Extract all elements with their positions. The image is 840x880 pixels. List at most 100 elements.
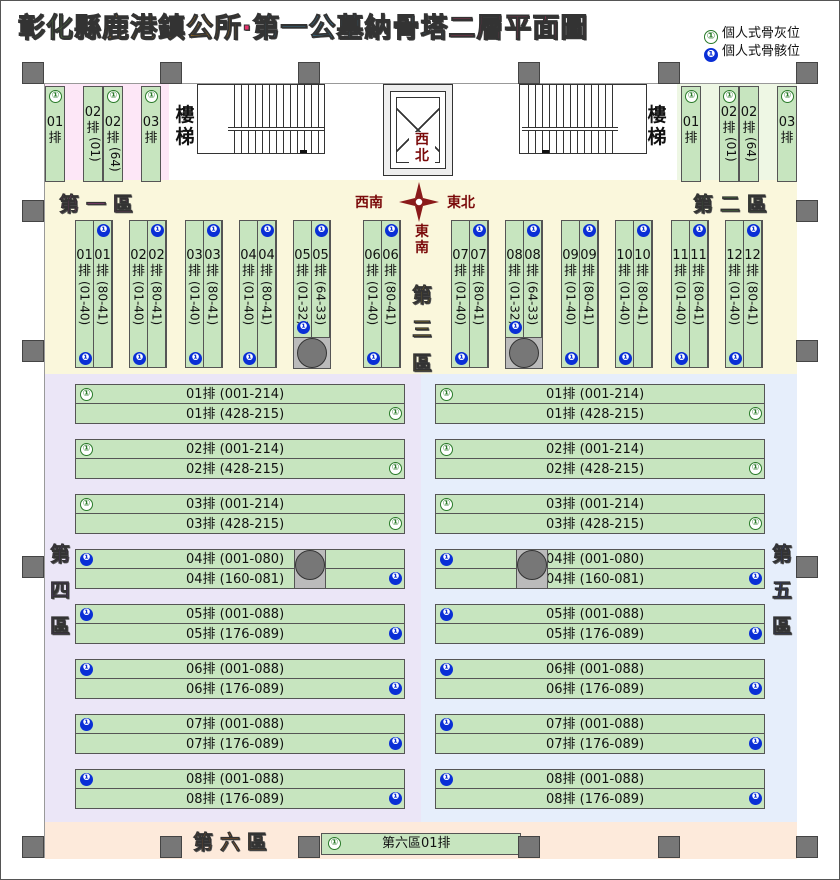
- bone-slot-icon: ❶: [440, 608, 453, 621]
- zone3-rack-range: (80-41): [691, 281, 706, 326]
- zone4-row-bottom-label: 07排 (176-089): [186, 737, 285, 752]
- legend-ash-label: 個人式骨灰位: [722, 26, 801, 41]
- zone4-row-top-label: 08排 (001-088): [186, 772, 285, 787]
- zone5-row-top-label: 03排 (001-214): [546, 497, 645, 512]
- zone4-row-top: 05排 (001-088): [76, 605, 404, 624]
- title-dot: ‧: [241, 13, 253, 45]
- zone1-rack-num: 01: [46, 115, 64, 130]
- structural-pillar: [298, 62, 320, 84]
- zone1-rack-pai: 排: [86, 121, 100, 136]
- zone1-rack-pai: 排: [106, 131, 120, 146]
- compass-se: 東南: [415, 224, 429, 256]
- structural-pillar: [518, 836, 540, 858]
- compass-ne: 東北: [447, 195, 475, 211]
- compass-nw: 西北: [409, 132, 435, 164]
- structural-pillar: [298, 836, 320, 858]
- zone3-rack-range: (80-41): [149, 281, 164, 326]
- zone5-row-bottom: 05排 (176-089): [436, 625, 764, 644]
- structural-pillar: [22, 200, 44, 222]
- zone2-rack-range: (64): [744, 137, 758, 162]
- bone-slot-icon: ❶: [297, 321, 310, 334]
- zone3-rack-pai: 排: [727, 264, 741, 279]
- bone-slot-icon: ❶: [583, 224, 596, 237]
- right-stair-label: 樓梯: [645, 104, 669, 148]
- zone5-row-top: 08排 (001-088): [436, 770, 764, 789]
- zone5-row-bottom-label: 03排 (428-215): [546, 517, 645, 532]
- zone2-rack-pai: 排: [780, 131, 794, 146]
- ash-slot-icon: ①: [749, 517, 762, 530]
- zone1-rack-pai: 排: [48, 131, 62, 146]
- zone3-rack-num: 06: [382, 248, 399, 263]
- zone3-rack-num: 11: [690, 248, 707, 263]
- zone5-row-bottom: 07排 (176-089): [436, 735, 764, 754]
- zone3-rack-pai: 排: [617, 264, 631, 279]
- zone4-row-bottom-label: 04排 (160-081): [186, 572, 285, 587]
- title-county: 彰化縣: [18, 13, 102, 45]
- zone5-row-top: 05排 (001-088): [436, 605, 764, 624]
- ash-slot-icon: ①: [49, 90, 62, 103]
- zone4-row-bottom: 01排 (428-215): [76, 405, 404, 424]
- zone3-rack-pai: 排: [259, 264, 273, 279]
- bone-slot-icon: ❶: [261, 224, 274, 237]
- zone5-row-top: 06排 (001-088): [436, 660, 764, 679]
- zone3-rack-range: (80-41): [259, 281, 274, 326]
- zone3-rack-range: (01-40): [187, 281, 202, 326]
- zone3-rack-pai: 排: [635, 264, 649, 279]
- zone2-rack-num: 01: [682, 115, 700, 130]
- zone4-row-top-label: 04排 (001-080): [186, 552, 285, 567]
- bone-slot-icon: ❶: [133, 352, 146, 365]
- zone5-row-bottom: 02排 (428-215): [436, 460, 764, 479]
- zone3-rack-pai: 排: [149, 264, 163, 279]
- bone-slot-icon: ❶: [440, 553, 453, 566]
- structural-pillar: [796, 340, 818, 362]
- ash-slot-icon: ①: [781, 90, 794, 103]
- zone3-rack-num: 03: [204, 248, 221, 263]
- ash-slot-icon: ①: [440, 443, 453, 456]
- legend-bone-label: 個人式骨骸位: [722, 44, 801, 59]
- zone3-rack-range: (01-40): [563, 281, 578, 326]
- bone-slot-icon: ❶: [473, 224, 486, 237]
- floor-plan: 樓梯 樓梯 西北 西南 東北 東南 第 一 區 第 二 區 第三區 第四區 第五…: [44, 83, 797, 859]
- zone-6-rack[interactable]: ① 第六區01排: [321, 833, 521, 855]
- bone-slot-icon: ❶: [704, 48, 718, 62]
